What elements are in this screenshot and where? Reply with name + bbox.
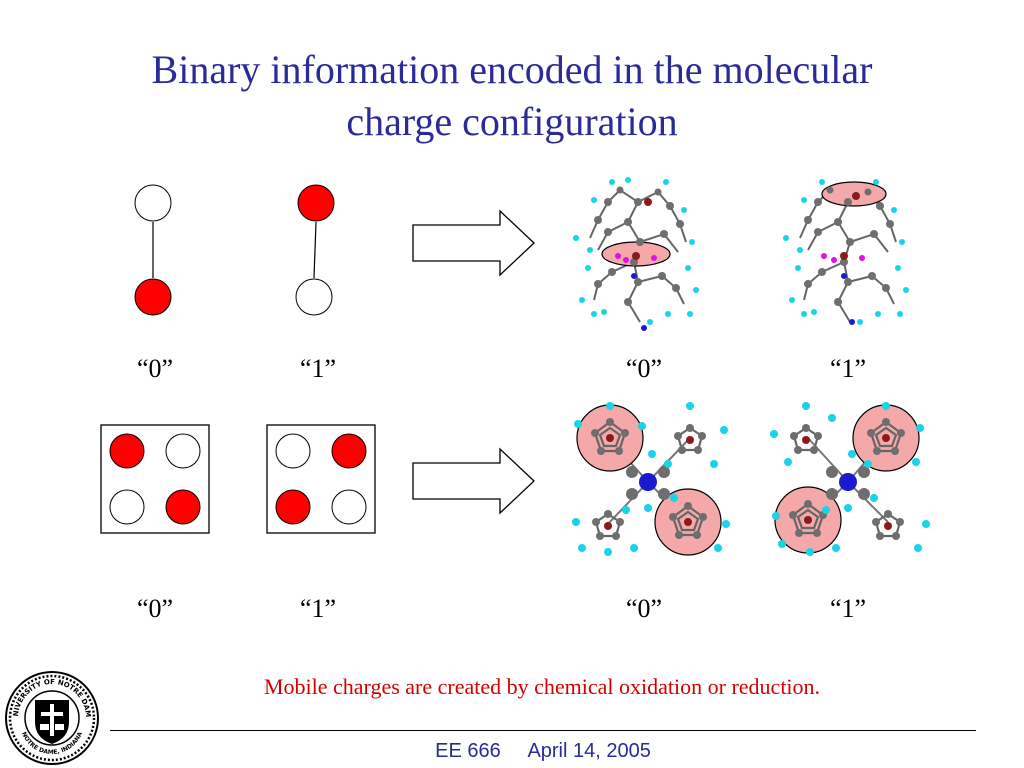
footer-divider — [110, 730, 976, 731]
label-molecule-top-zero: “0” — [625, 354, 663, 383]
two-dot-cell-zero — [134, 184, 172, 316]
label-four-dot-zero: “0” — [136, 594, 174, 623]
empty-dot — [134, 184, 172, 222]
label-two-dot-one: “1” — [299, 354, 337, 383]
footer-date: April 14, 2005 — [527, 740, 651, 762]
university-seal-logo: UNIVERSITY OF NOTRE DAME NOTRE DAME, IND… — [4, 670, 99, 765]
note-text: Mobile charges are created by chemical o… — [263, 674, 821, 699]
slide-title-line-1: Binary information encoded in the molecu… — [151, 47, 873, 92]
empty-dot — [165, 433, 201, 469]
charge-dot — [331, 433, 367, 469]
four-dot-cell-one — [266, 424, 376, 534]
arrow-right-icon — [412, 447, 535, 515]
arrow-right-icon — [412, 209, 535, 277]
slide-title-line-2: charge configuration — [346, 99, 678, 144]
molecule-image-zero-bottom — [572, 402, 730, 556]
empty-dot — [331, 489, 367, 525]
four-dot-cell-zero — [100, 424, 210, 534]
charge-dot — [165, 489, 201, 525]
charge-dot — [275, 489, 311, 525]
charge-dot — [109, 433, 145, 469]
empty-dot — [109, 489, 145, 525]
label-molecule-bottom-zero: “0” — [625, 594, 663, 623]
molecule-image-one-bottom — [770, 402, 930, 556]
label-two-dot-zero: “0” — [136, 354, 174, 383]
footer-course: EE 666 — [435, 740, 501, 762]
label-four-dot-one: “1” — [299, 594, 337, 623]
label-molecule-top-one: “1” — [829, 354, 867, 383]
footer: EE 666 April 14, 2005 — [110, 740, 976, 763]
charge-dot — [297, 184, 335, 222]
empty-dot — [295, 278, 333, 316]
two-dot-cell-one — [295, 184, 335, 316]
slide-title: Binary information encoded in the molecu… — [0, 44, 1024, 148]
molecule-image-zero-top — [573, 177, 699, 331]
empty-dot — [275, 433, 311, 469]
molecule-image-one-top — [783, 179, 909, 325]
charge-dot — [134, 278, 172, 316]
label-molecule-bottom-one: “1” — [829, 594, 867, 623]
